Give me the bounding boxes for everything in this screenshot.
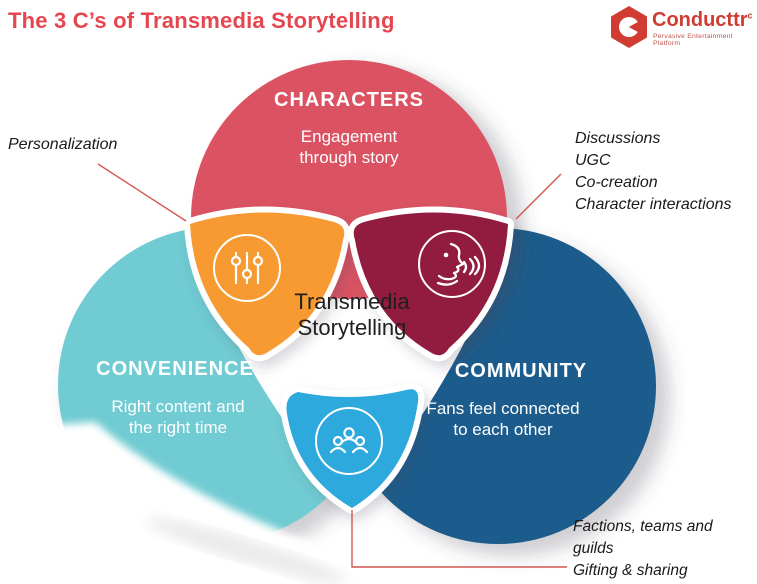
annotation-line-item: Factions, teams and guilds — [573, 518, 713, 557]
people-group-icon — [315, 407, 383, 475]
annotation-convenience-community-list: Factions, teams and guilds Gifting & sha… — [573, 516, 757, 584]
center-title: Transmedia Storytelling — [252, 289, 452, 341]
annotation-line-factions — [351, 510, 567, 568]
center-title-line1: Transmedia — [294, 289, 410, 314]
characters-description: Engagement through story — [299, 127, 399, 167]
community-label: COMMUNITY — [454, 360, 588, 382]
page-title: The 3 C’s of Transmedia Storytelling — [8, 8, 395, 33]
characters-label: CHARACTERS — [274, 89, 424, 111]
annotation-line-item: Co-creation — [575, 174, 658, 191]
center-title-line2: Storytelling — [297, 315, 407, 340]
annotation-line-item: Gifting & sharing — [573, 562, 688, 579]
logo-tagline: Pervasive Entertainment Platform — [653, 33, 733, 47]
annotation-line-item: Discussions — [575, 130, 661, 147]
conducttr-logo — [606, 4, 756, 50]
personalization-petal — [184, 206, 351, 362]
annotation-community-list: Discussions UGC Co-creation Character in… — [575, 128, 732, 216]
annotation-line-item: Character interactions — [575, 196, 732, 213]
community-petal — [280, 383, 425, 514]
logo-name: Conducttrc — [652, 9, 753, 31]
sliders-icon — [213, 234, 281, 302]
annotation-line-personalization — [97, 163, 187, 222]
conversation-petal — [347, 206, 514, 362]
talking-face-icon — [418, 230, 486, 298]
conducttr-logo-icon — [611, 6, 647, 48]
annotation-line-discussions — [515, 173, 562, 220]
soft-shadow-band — [146, 518, 348, 584]
community-description: Fans feel connected to each other — [426, 399, 580, 439]
convenience-label: CONVENIENCE — [96, 358, 254, 380]
annotation-personalization: Personalization — [8, 136, 118, 153]
logo-superscript: c — [747, 10, 753, 21]
convenience-description: Right content and the right time — [111, 397, 245, 437]
annotation-line-item: UGC — [575, 152, 611, 169]
